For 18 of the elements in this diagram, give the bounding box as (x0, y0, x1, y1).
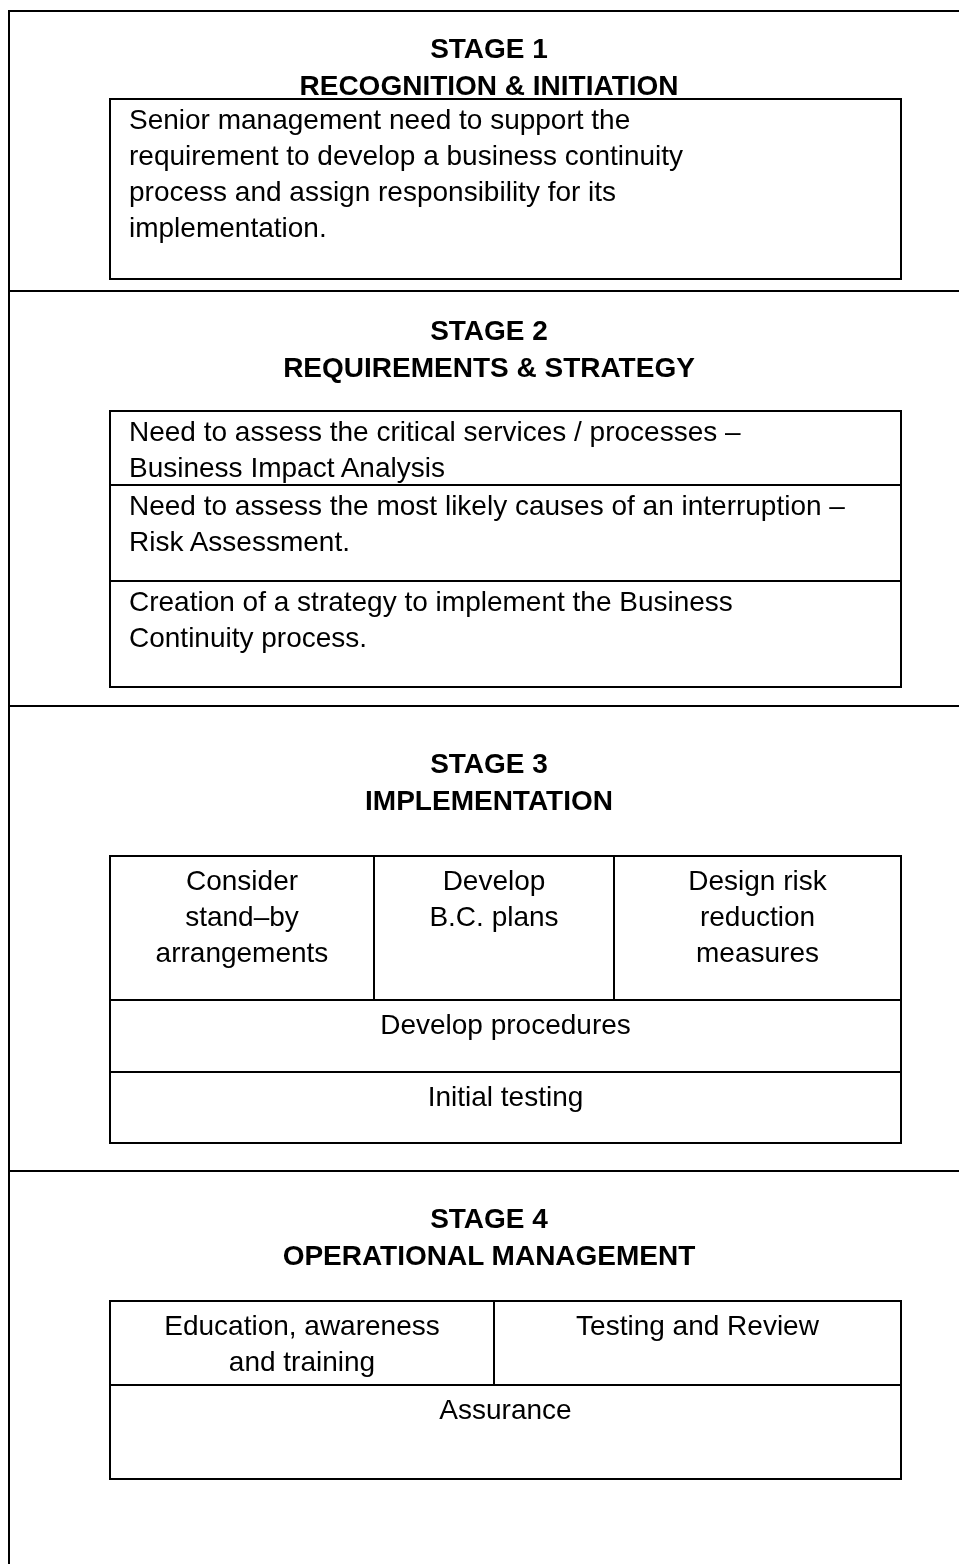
stage-panel (8, 10, 959, 290)
stage-heading: STAGE 3 IMPLEMENTATION (365, 747, 613, 818)
step-cell: Need to assess the critical services / processes – Business Impact Analysis (109, 410, 902, 486)
step-cell: Testing and Review (493, 1300, 902, 1386)
step-cell: Education, awareness and training (109, 1300, 495, 1386)
stage-panel (8, 1170, 959, 1564)
step-cell: Creation of a strategy to implement the Business Continuity process. (109, 580, 902, 688)
stage-heading: STAGE 4 OPERATIONAL MANAGEMENT (282, 1202, 696, 1273)
step-cell: Need to assess the most likely causes of an interruption – Risk Assessment. (109, 484, 902, 582)
step-cell: Assurance (109, 1384, 902, 1480)
step-cell: Design risk reduction measures (613, 855, 902, 1001)
step-cell: Senior management need to support the requirement to develop a business continuity process and assign responsibility for its implementation. (109, 98, 902, 280)
stage-panel (8, 705, 959, 1170)
step-cell: Develop procedures (109, 999, 902, 1073)
stage-heading: STAGE 2 REQUIREMENTS & STRATEGY (283, 314, 695, 385)
step-cell: Consider stand–by arrangements (109, 855, 375, 1001)
stage-panel (8, 290, 959, 705)
step-cell: Initial testing (109, 1071, 902, 1144)
